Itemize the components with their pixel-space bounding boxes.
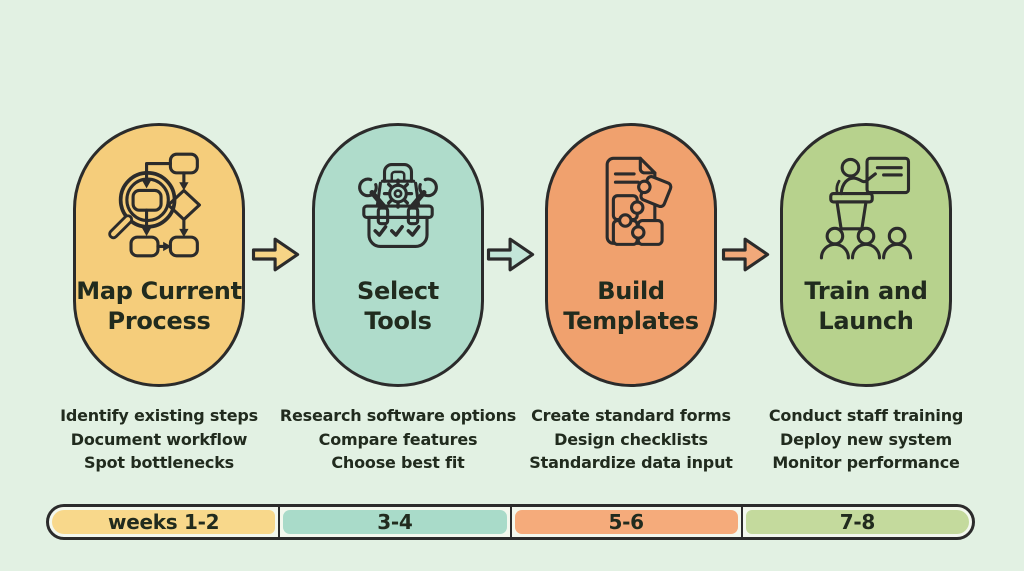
document-puzzle-icon bbox=[574, 148, 688, 262]
timeline-segment-fill bbox=[745, 510, 969, 534]
step-detail-line: Monitor performance bbox=[772, 453, 960, 472]
step-detail-line: Compare features bbox=[318, 429, 478, 449]
step-detail-line: Deploy new system bbox=[780, 429, 952, 449]
step-details: Create standard forms Design checklists … bbox=[501, 404, 761, 475]
timeline-segment-7-8: 7-8 bbox=[743, 507, 972, 537]
step-title-line: Build bbox=[597, 277, 665, 305]
step-title-line: Launch bbox=[818, 307, 914, 335]
timeline-segment-3-4: 3-4 bbox=[280, 507, 512, 537]
timeline-segment-label: 3-4 bbox=[377, 510, 413, 534]
toolbox-icon bbox=[341, 148, 455, 262]
timeline-segment-label: weeks 1-2 bbox=[108, 510, 220, 534]
timeline-segment-label: 7-8 bbox=[839, 510, 876, 534]
step-detail-line: Research software options bbox=[279, 406, 517, 425]
step-title: Train and Launch bbox=[804, 276, 928, 336]
timeline-segment-label: 5-6 bbox=[608, 510, 645, 534]
step-title-line: Tools bbox=[364, 307, 432, 335]
step-title-line: Process bbox=[107, 307, 211, 335]
timeline-segment-fill bbox=[514, 510, 738, 534]
step-pill-select-tools: Select Tools bbox=[312, 123, 484, 387]
step-title-line: Map Current bbox=[76, 277, 242, 305]
step-title: Build Templates bbox=[563, 276, 699, 336]
arrow-icon bbox=[719, 231, 773, 278]
step-detail-line: Spot bottlenecks bbox=[84, 453, 234, 472]
step-pill-map-current-process: Map Current Process bbox=[73, 123, 245, 387]
step-title-line: Select bbox=[357, 277, 439, 305]
step-details: Conduct staff training Deploy new system… bbox=[736, 404, 996, 475]
step-title: Select Tools bbox=[357, 276, 439, 336]
timeline-segment-fill bbox=[283, 510, 507, 534]
timeline-segment-fill bbox=[52, 510, 276, 534]
step-detail-line: Create standard forms bbox=[531, 406, 731, 425]
step-details: Research software options Compare featur… bbox=[268, 404, 528, 475]
step-detail-line: Conduct staff training bbox=[768, 406, 964, 425]
step-detail-line: Identify existing steps bbox=[60, 406, 258, 425]
step-detail-line: Design checklists bbox=[554, 429, 708, 449]
arrow-icon bbox=[484, 231, 538, 278]
arrow-icon bbox=[249, 231, 303, 278]
magnifier-flowchart-icon bbox=[102, 148, 216, 262]
timeline-segment-weeks-1-2: weeks 1-2 bbox=[49, 507, 281, 537]
step-title-line: Train and bbox=[804, 277, 928, 305]
step-title: Map Current Process bbox=[76, 276, 242, 336]
step-details: Identify existing steps Document workflo… bbox=[29, 404, 289, 475]
step-pill-train-and-launch: Train and Launch bbox=[780, 123, 952, 387]
presenter-podium-icon bbox=[809, 148, 923, 262]
timeline-segment-5-6: 5-6 bbox=[512, 507, 743, 537]
step-detail-line: Document workflow bbox=[70, 429, 248, 449]
timeline-bar: weeks 1-2 3-4 5-6 7-8 bbox=[46, 504, 975, 540]
step-title-line: Templates bbox=[563, 307, 699, 335]
step-detail-line: Standardize data input bbox=[529, 453, 733, 472]
step-detail-line: Choose best fit bbox=[331, 453, 465, 472]
step-pill-build-templates: Build Templates bbox=[545, 123, 717, 387]
